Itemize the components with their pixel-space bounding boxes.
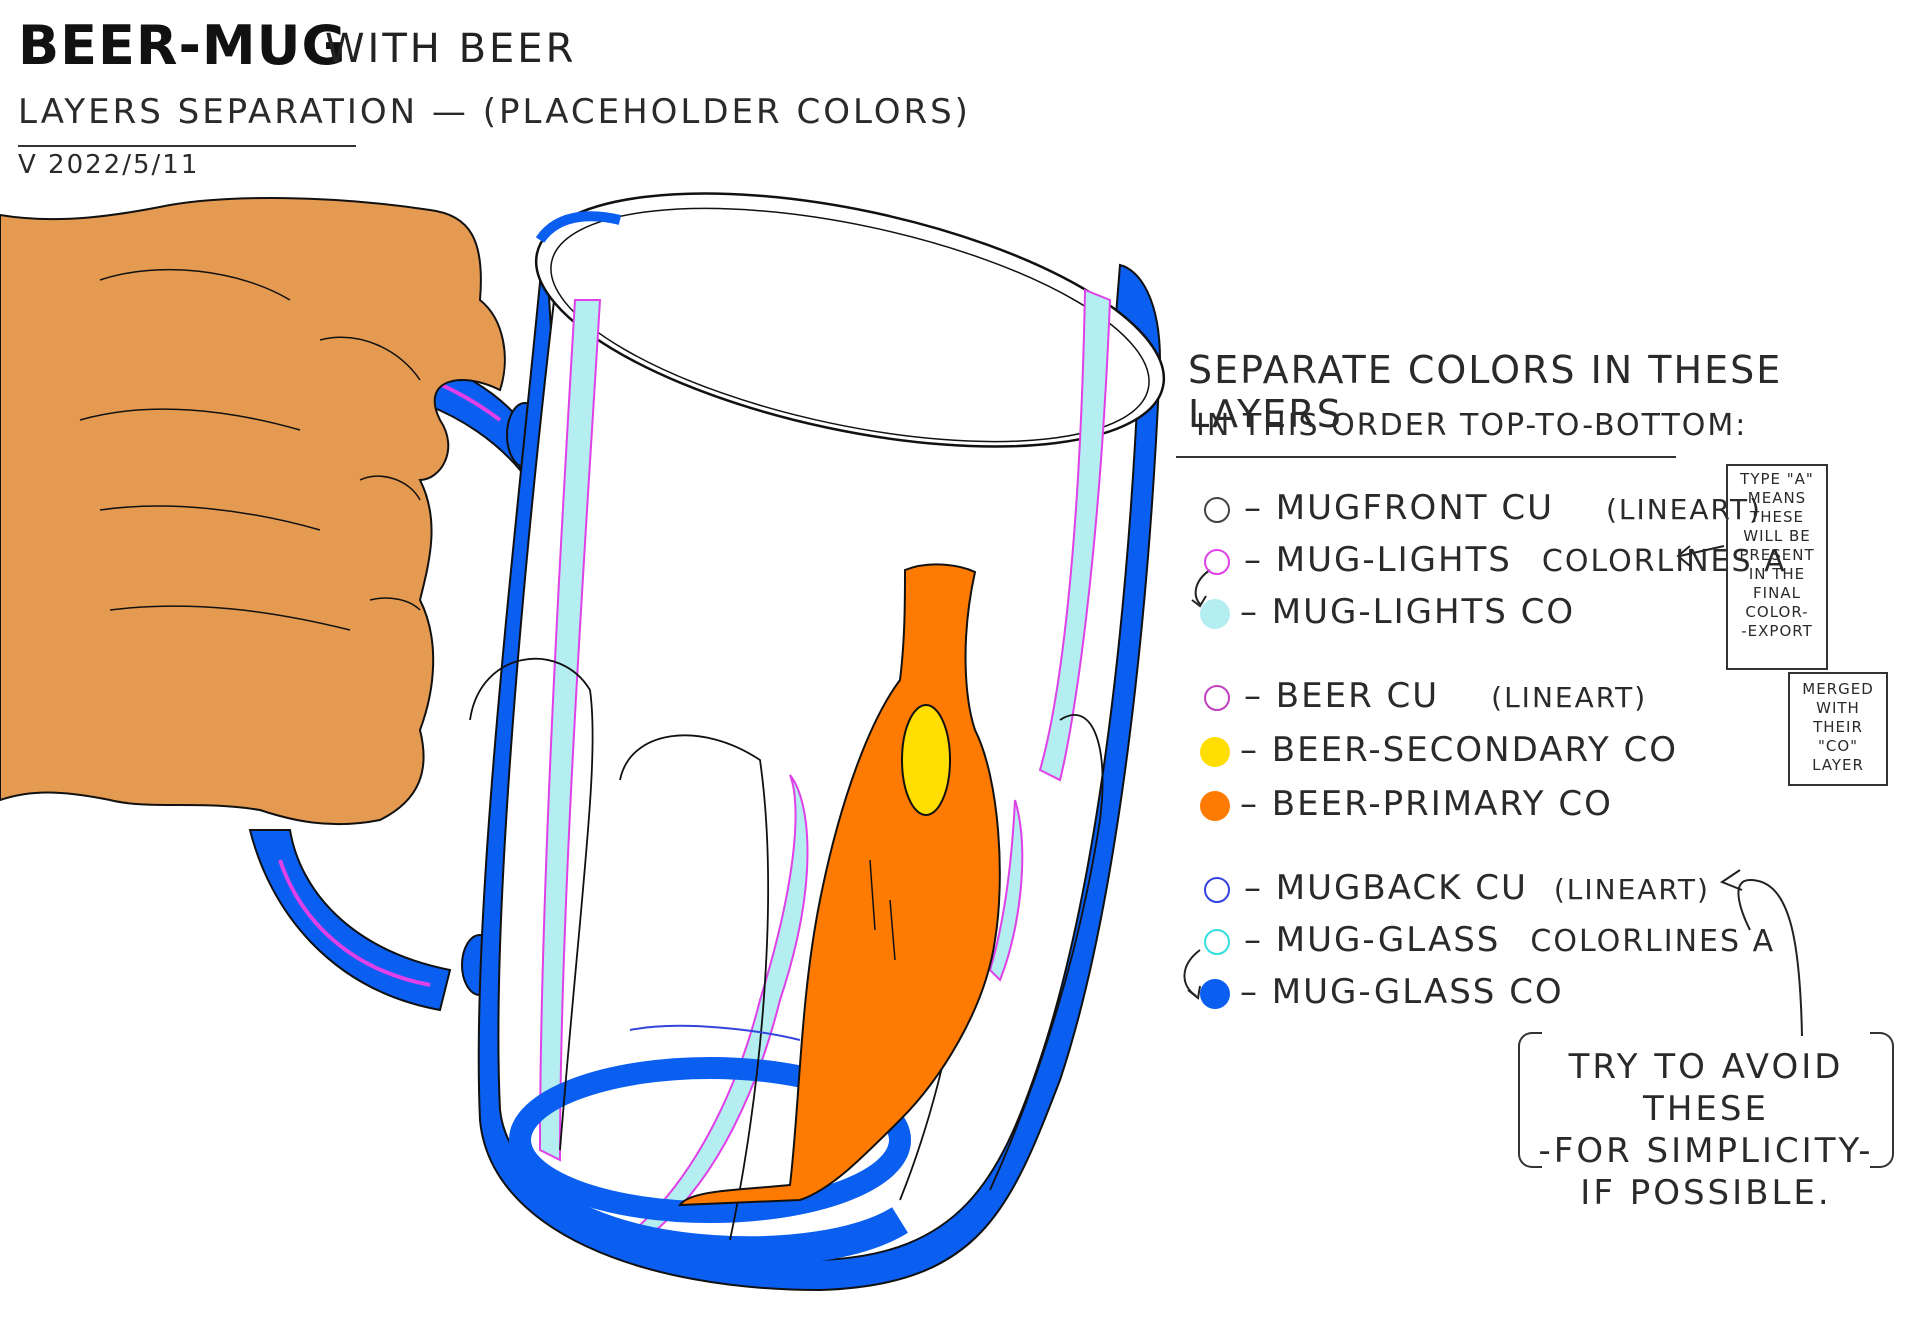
arrow-glass-curve [1183, 949, 1201, 997]
legend-row-name: – MUGFRONT CU [1244, 488, 1554, 528]
ring-marker-icon [1204, 548, 1230, 575]
legend-row-note: (LINEART) [1605, 493, 1762, 526]
legend-row-note: COLORLINES A [1541, 544, 1787, 579]
legend-row-note: COLORLINES A [1530, 924, 1776, 959]
merged-note: MERGED WITH THEIR "CO" LAYER [1788, 672, 1888, 786]
arrow-to-note-a [1679, 545, 1725, 557]
legend-row-mug-lights-co: – MUG-LIGHTS CO [1200, 592, 1575, 632]
note-line: MEANS [1747, 489, 1807, 507]
note-line: IF POSSIBLE. [1580, 1173, 1832, 1213]
legend-row-name: – MUG-LIGHTS [1244, 540, 1512, 580]
legend-row-mug-lights-lines: – MUG-LIGHTS COLORLINES A [1200, 540, 1787, 580]
page-subtitle: WITH BEER [325, 26, 577, 72]
ring-marker-icon [1204, 928, 1230, 955]
note-line: LAYER [1812, 756, 1864, 774]
arrow-lights-curve [1194, 569, 1211, 605]
legend-row-name: – MUGBACK CU [1244, 868, 1528, 908]
page-title: BEER-MUG [18, 14, 347, 77]
beer-secondary-shape [901, 704, 951, 816]
note-line: -EXPORT [1741, 622, 1813, 640]
note-line: TYPE "A" [1740, 470, 1814, 488]
color-dot-icon [1200, 598, 1230, 629]
legend-row-note: (LINEART) [1491, 681, 1648, 714]
legend-row-mugback: – MUGBACK CU (LINEART) [1200, 868, 1710, 908]
note-line: FINAL [1753, 584, 1801, 602]
mug-light-stripe-right [1038, 288, 1112, 782]
legend-row-name: – BEER CU [1244, 676, 1440, 716]
bracket-right [1870, 1032, 1894, 1168]
note-line: "CO" [1817, 737, 1859, 755]
color-dot-icon [1200, 790, 1230, 821]
mug-rim [534, 192, 1166, 448]
legend-row-mug-glass-lines: – MUG-GLASS COLORLINES A [1200, 920, 1775, 960]
legend-subheading: IN THIS ORDER TOP-TO-BOTTOM: [1196, 408, 1748, 443]
note-line: TRY TO AVOID THESE [1568, 1047, 1844, 1129]
avoid-note: TRY TO AVOID THESE -FOR SIMPLICITY- IF P… [1518, 1032, 1894, 1213]
color-dot-icon [1200, 978, 1230, 1009]
hand [0, 197, 506, 826]
note-line: IN THE [1748, 565, 1806, 583]
ring-marker-icon [1204, 684, 1230, 711]
note-line: -FOR SIMPLICITY- [1538, 1131, 1874, 1171]
legend-row-beer-primary: – BEER-PRIMARY CO [1200, 784, 1613, 824]
note-line: THESE [1750, 508, 1804, 526]
legend-row-mug-glass-co: – MUG-GLASS CO [1200, 972, 1564, 1012]
note-line: WITH [1816, 699, 1860, 717]
note-line: WILL BE [1743, 527, 1811, 545]
header-divider [18, 145, 356, 147]
note-line: PRESENT [1739, 546, 1815, 564]
ring-marker-icon [1204, 876, 1230, 903]
legend-row-beer-cu: – BEER CU (LINEART) [1200, 676, 1647, 716]
mug-light-stripe-left [538, 299, 602, 1162]
legend-row-beer-secondary: – BEER-SECONDARY CO [1200, 730, 1678, 770]
note-line: MERGED [1802, 680, 1874, 698]
legend-row-note: (LINEART) [1553, 873, 1710, 906]
legend-row-name: – MUG-GLASS CO [1240, 972, 1564, 1012]
legend-row-name: – BEER-PRIMARY CO [1240, 784, 1613, 824]
version-label: V 2022/5/11 [18, 150, 200, 180]
color-dot-icon [1200, 736, 1230, 767]
legend-divider [1176, 456, 1676, 458]
type-a-note: TYPE "A" MEANS THESE WILL BE PRESENT IN … [1726, 464, 1828, 670]
legend-row-mugfront: – MUGFRONT CU (LINEART) [1200, 488, 1762, 528]
bracket-left [1518, 1032, 1542, 1168]
layers-separation-caption: LAYERS SEPARATION — (PLACEHOLDER COLORS) [18, 92, 971, 132]
legend-row-name: – BEER-SECONDARY CO [1240, 730, 1678, 770]
legend-heading: SEPARATE COLORS IN THESE LAYERS [1188, 348, 1783, 436]
ring-marker-icon [1204, 496, 1230, 523]
note-line: THEIR [1813, 718, 1863, 736]
legend-row-name: – MUG-GLASS [1244, 920, 1501, 960]
note-line: COLOR- [1745, 603, 1809, 621]
legend-row-name: – MUG-LIGHTS CO [1240, 592, 1576, 632]
mug-base [509, 1057, 911, 1223]
arrow-to-avoid-note [1737, 878, 1803, 1037]
